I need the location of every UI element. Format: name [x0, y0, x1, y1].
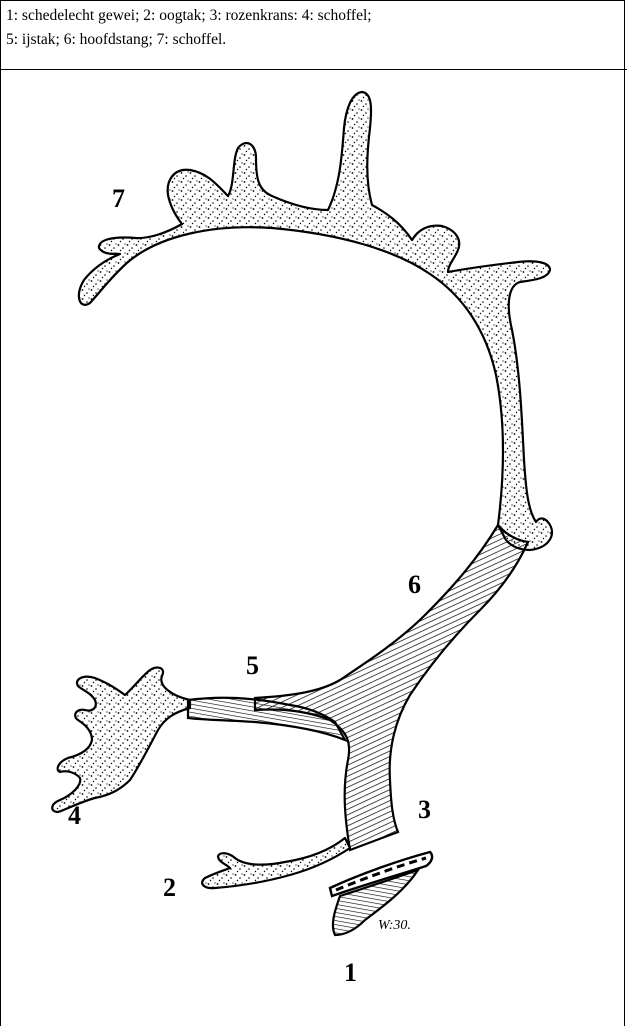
label-5: 5	[246, 653, 259, 679]
label-7: 7	[112, 186, 125, 212]
label-2: 2	[163, 875, 176, 901]
artist-signature: W:30.	[378, 918, 411, 934]
label-6: 6	[408, 572, 421, 598]
main-beam-upper	[79, 92, 552, 550]
bez-tine	[52, 668, 190, 812]
label-1: 1	[344, 960, 357, 986]
main-beam-lower	[255, 525, 528, 850]
brow-tine	[202, 838, 350, 888]
label-4: 4	[68, 803, 81, 829]
label-3: 3	[418, 797, 431, 823]
